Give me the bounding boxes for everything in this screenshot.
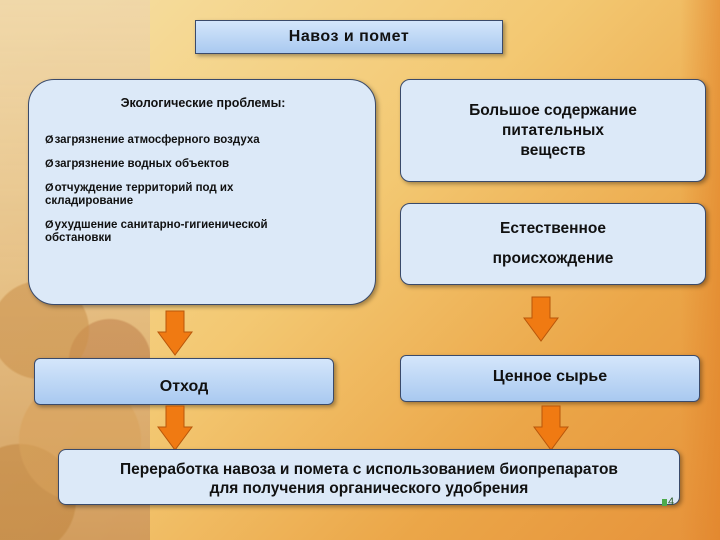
origin-line-2: происхождение — [492, 250, 614, 267]
nutrient-line-1: Большое содержание — [469, 101, 637, 119]
problem-item: Øзагрязнение атмосферного воздуха — [45, 134, 361, 147]
problem-item-text: загрязнение атмосферного воздуха — [54, 134, 260, 146]
processing-line-1: Переработка навоза и помета с использова… — [120, 461, 618, 478]
down-arrow-icon — [157, 310, 193, 356]
problem-item-text: загрязнение водных объектов — [54, 158, 230, 170]
green-square-icon — [662, 498, 667, 506]
natural-origin-box: Естественное происхождение — [400, 203, 706, 285]
waste-label: Отход — [159, 377, 209, 395]
problem-item-text: ухудшение санитарно-гигиенической обстан… — [45, 219, 268, 244]
processing-line-2: для получения органического удобрения — [209, 480, 529, 497]
nutrient-line-2: питательных — [502, 121, 604, 139]
nutrient-line-3: веществ — [520, 141, 586, 159]
down-arrow-icon — [157, 405, 193, 451]
page-number: 4 — [662, 496, 674, 508]
problem-item: Øухудшение санитарно-гигиенической обста… — [45, 219, 315, 245]
bullet-arrow-icon: Ø — [45, 182, 54, 194]
processing-box: Переработка навоза и помета с использова… — [58, 449, 680, 505]
waste-box: Отход — [34, 358, 334, 405]
ecological-problems-box: Экологические проблемы: Øзагрязнение атм… — [28, 79, 376, 305]
bullet-arrow-icon: Ø — [45, 134, 54, 146]
problem-item: Øзагрязнение водных объектов — [45, 158, 361, 171]
title-text: Навоз и помет — [288, 28, 410, 45]
bullet-arrow-icon: Ø — [45, 219, 54, 231]
title-box: Навоз и помет — [195, 20, 503, 54]
problem-item-text: отчуждение территорий под их складирован… — [45, 182, 234, 207]
problem-item: Øотчуждение территорий под их складирова… — [45, 182, 285, 208]
problems-heading: Экологические проблемы: — [120, 96, 286, 110]
nutrient-content-box: Большое содержание питательных веществ — [400, 79, 706, 182]
origin-line-1: Естественное — [500, 220, 606, 237]
page-number-text: 4 — [668, 496, 675, 508]
valuable-raw-material-box: Ценное сырье — [400, 355, 700, 402]
raw-material-label: Ценное сырье — [492, 367, 608, 385]
down-arrow-icon — [523, 296, 559, 342]
bullet-arrow-icon: Ø — [45, 158, 54, 170]
down-arrow-icon — [533, 405, 569, 451]
